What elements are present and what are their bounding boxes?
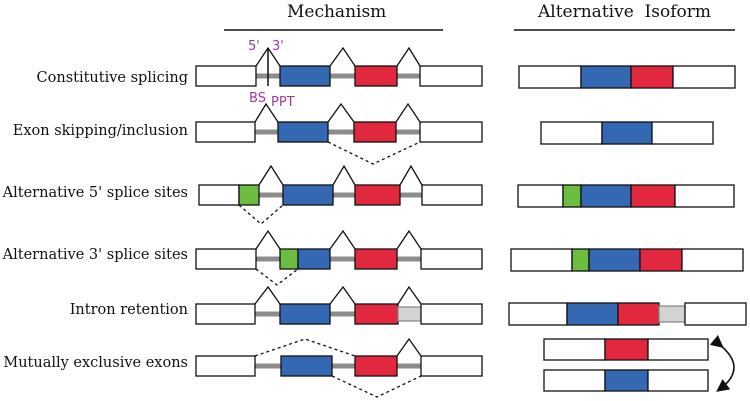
row-alt3-mechanism	[195, 229, 483, 286]
splice-junction	[396, 46, 421, 67]
row-constitutive-mechanism	[195, 46, 483, 87]
isoform-red-exon	[630, 65, 674, 89]
red-exon	[354, 65, 398, 87]
mechanism-header: Mechanism	[287, 2, 387, 22]
red-exon	[353, 121, 397, 143]
retained-intron	[397, 306, 422, 322]
row-alt3-isoform	[510, 248, 744, 272]
splice-junction	[329, 46, 356, 67]
row-intron-retention-mechanism	[195, 285, 483, 325]
row-label-intron-retention: Intron retention	[69, 302, 188, 318]
swap-arrow	[709, 334, 735, 392]
row-label-exon-skipping: Exon skipping/inclusion	[12, 123, 188, 139]
row-mutually-exclusive-isoform-red	[543, 338, 709, 361]
row-mutually-exclusive-mechanism	[195, 337, 483, 398]
alt-3-junction	[255, 268, 299, 286]
red-exon	[354, 355, 398, 377]
blue-exon	[282, 184, 334, 206]
row-alt5-mechanism	[198, 164, 483, 225]
row-alt5-isoform	[517, 184, 735, 208]
three-prime-site-label: 3'	[272, 39, 284, 54]
green-exon	[238, 184, 260, 206]
blue-exon	[297, 248, 331, 270]
red-exon	[354, 184, 401, 206]
row-constitutive-isoform	[518, 65, 736, 89]
alt-5-junction	[238, 204, 284, 225]
red-exon	[354, 303, 399, 325]
isoform-downstream-exon	[672, 65, 736, 89]
exclusive-junction-lower	[331, 375, 422, 398]
row-intron-retention-isoform	[508, 302, 747, 326]
row-exon-skipping-mechanism	[195, 102, 483, 165]
ppt-label: PPT	[271, 95, 295, 110]
branch-site-label: BS	[249, 91, 266, 106]
row-label-alt-5-splice-sites: Alternative 5' splice sites	[2, 185, 188, 201]
blue-exon	[280, 355, 333, 377]
row-label-constitutive-splicing: Constitutive splicing	[36, 70, 188, 86]
blue-exon	[279, 65, 331, 87]
red-exon	[354, 248, 398, 270]
row-label-mutually-exclusive-exons: Mutually exclusive exons	[3, 355, 188, 371]
downstream-exon	[419, 65, 483, 87]
five-prime-site-label: 5'	[248, 39, 260, 54]
alternative-isoform-header: Alternative Isoform	[538, 2, 712, 22]
upstream-exon	[195, 65, 257, 87]
row-exon-skipping-isoform	[540, 121, 714, 145]
row-label-alt-3-splice-sites: Alternative 3' splice sites	[2, 247, 188, 263]
row-mutually-exclusive-isoform-blue	[543, 369, 709, 392]
skipping-junction	[327, 141, 421, 165]
exclusive-junction-upper	[254, 338, 356, 357]
isoform-upstream-exon	[518, 65, 582, 89]
isoform-blue-exon	[580, 65, 632, 89]
blue-exon	[279, 303, 331, 325]
green-exon	[279, 248, 299, 270]
blue-exon	[277, 121, 329, 143]
